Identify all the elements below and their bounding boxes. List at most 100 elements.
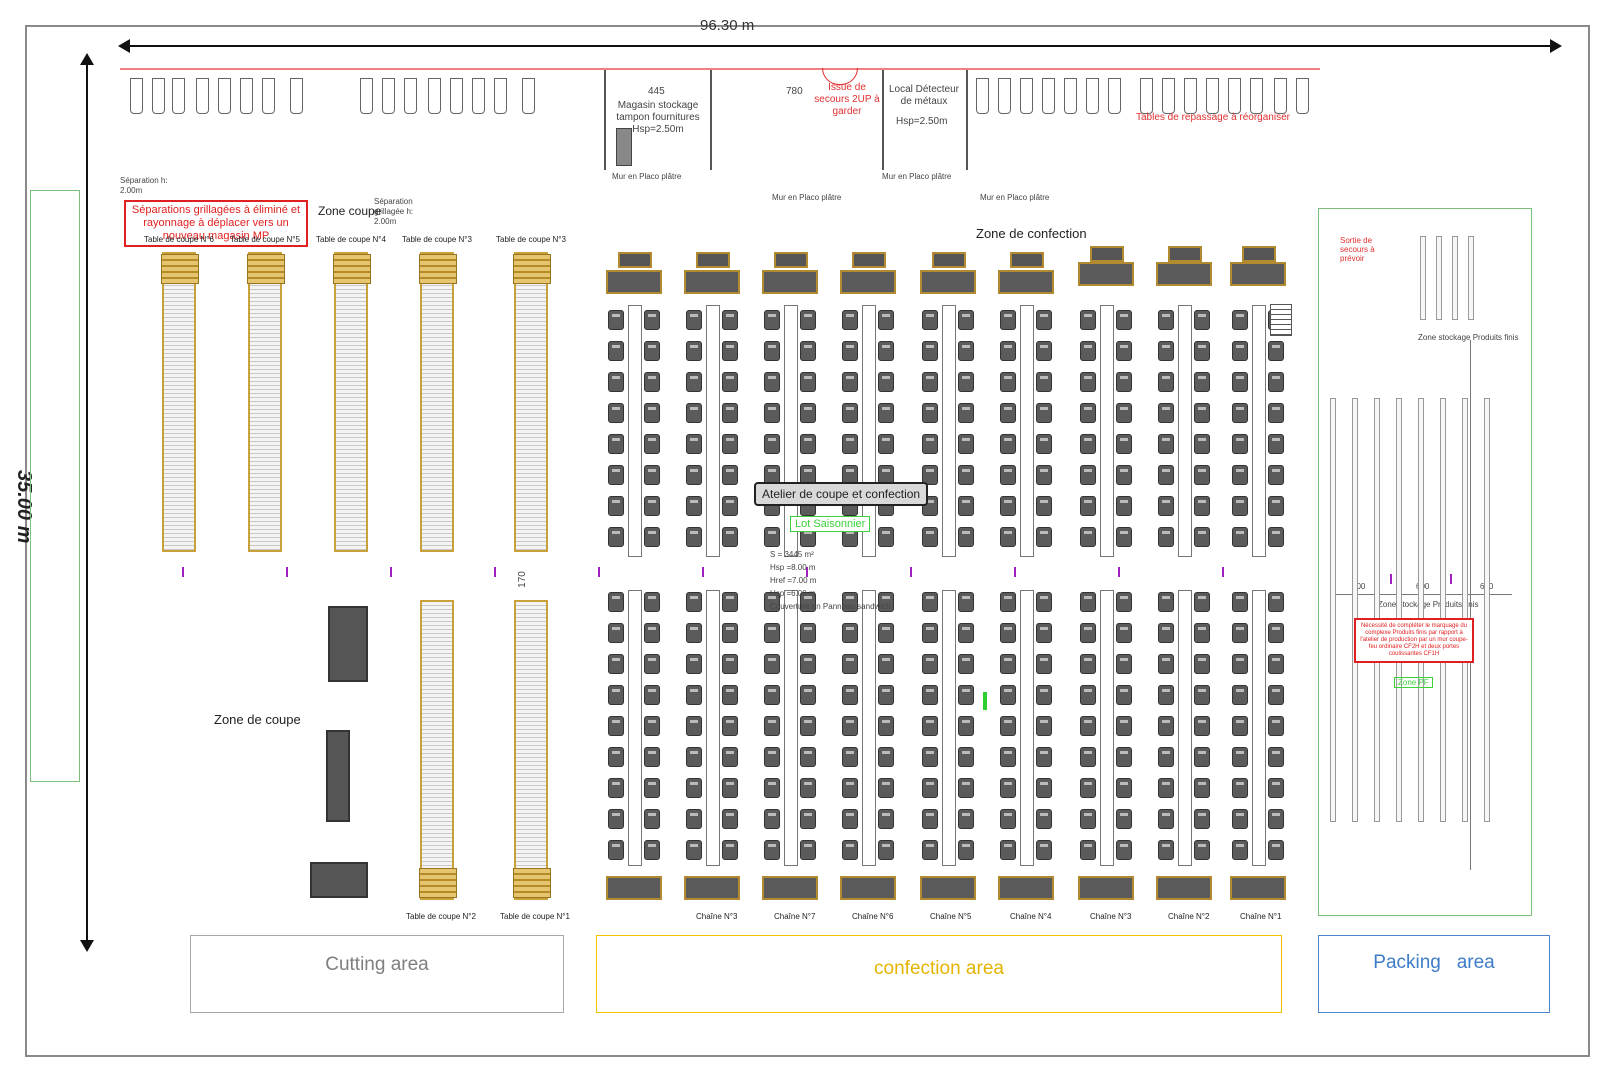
column-post [390,567,392,577]
sewing-machine [1158,372,1174,392]
sewing-machine [1232,747,1248,767]
sewing-machine [1268,434,1284,454]
packing-dim: 600 [1352,582,1366,591]
detecteur-hsp: Hsp=2.50m [896,116,948,127]
sewing-machine [1116,434,1132,454]
storage-rack [1330,398,1336,822]
sewing-machine [722,310,738,330]
sewing-machine [1000,496,1016,516]
conveyor-belt [942,305,956,557]
cutting-table-label: Table de coupe N°5 [230,235,300,244]
repassage-label: Tables de repassage à réorganiser [1136,112,1290,123]
sewing-machine [1116,592,1132,612]
sewing-machine [1000,592,1016,612]
sewing-machine [722,465,738,485]
ironing-table [1064,78,1077,114]
sewing-machine [1232,654,1248,674]
chain-foot-table [1078,876,1134,900]
separation-right-label: Séparation grillagée h: 2.00m [374,197,414,226]
sewing-machine [1268,654,1284,674]
sewing-machine [644,592,660,612]
sewing-machine [842,747,858,767]
sewing-machine [1116,527,1132,547]
sewing-machine [800,434,816,454]
ironing-table [976,78,989,114]
column-post [806,567,808,577]
wall-left-label: Mur en Placo plâtre [772,193,842,202]
dim-170: 170 [516,571,528,588]
sewing-machine [1116,372,1132,392]
conveyor-belt [1020,305,1034,557]
sewing-machine [1036,496,1052,516]
width-dimension-line [118,39,1562,53]
storage-rack [1420,236,1426,320]
sewing-machine [878,716,894,736]
sewing-machine [1158,716,1174,736]
sewing-machine [878,372,894,392]
sewing-machine [1036,310,1052,330]
sewing-machine [1158,654,1174,674]
cutting-table-label: Table de coupe N°3 [402,235,472,244]
sewing-machine [958,654,974,674]
sewing-machine [922,403,938,423]
sewing-machine [1000,778,1016,798]
sewing-machine [922,527,938,547]
chain-head-table [998,270,1054,294]
cutting-table-end [419,254,457,284]
sewing-machine [1080,840,1096,860]
sewing-machine [764,403,780,423]
column-post [1222,567,1224,577]
sewing-machine [800,747,816,767]
sewing-machine [722,527,738,547]
red-note-packing: Nécessité de compléter le marquage du co… [1354,618,1474,663]
conveyor-belt [628,305,642,557]
sewing-machine [1194,310,1210,330]
chain-foot-table [920,876,976,900]
sewing-machine [958,747,974,767]
sewing-machine [922,372,938,392]
magasin-wall-label: Mur en Placo plâtre [612,172,682,181]
sewing-machine [842,654,858,674]
sewing-machine [722,403,738,423]
packing-axis-v [1470,340,1471,870]
sewing-machine [686,403,702,423]
conveyor-belt [1178,305,1192,557]
conveyor-belt [1100,305,1114,557]
sewing-machine [764,372,780,392]
ironing-table [240,78,253,114]
ironing-table [1108,78,1121,114]
storage-rack [1440,398,1446,822]
sewing-machine [1080,465,1096,485]
storage-rack [1468,236,1474,320]
sewing-machine [1080,778,1096,798]
sewing-machine [1000,403,1016,423]
left-green-outline [30,190,80,782]
zone-coupe-top-label: Zone coupe [318,204,382,218]
ironing-table [428,78,441,114]
sewing-machine [764,716,780,736]
ironing-table [290,78,303,114]
sewing-machine [1194,747,1210,767]
sewing-machine [1000,341,1016,361]
sewing-machine [1232,527,1248,547]
dim-780: 780 [786,86,803,97]
sewing-machine [686,747,702,767]
sewing-machine [1194,809,1210,829]
sewing-machine [644,716,660,736]
storage-rack [1418,398,1424,822]
ironing-table [1184,78,1197,114]
chain-head-table [684,270,740,294]
sewing-machine [608,527,624,547]
sewing-machine [764,778,780,798]
sewing-machine [1158,778,1174,798]
sewing-machine [1268,716,1284,736]
storage-rack [1484,398,1490,822]
conveyor-belt [1020,590,1034,866]
storage-rack [1352,398,1358,822]
chain-label: Chaîne N°1 [1240,912,1282,921]
ironing-table [450,78,463,114]
sewing-machine [1194,527,1210,547]
ironing-table [360,78,373,114]
sewing-machine [922,434,938,454]
sewing-machine [1268,592,1284,612]
